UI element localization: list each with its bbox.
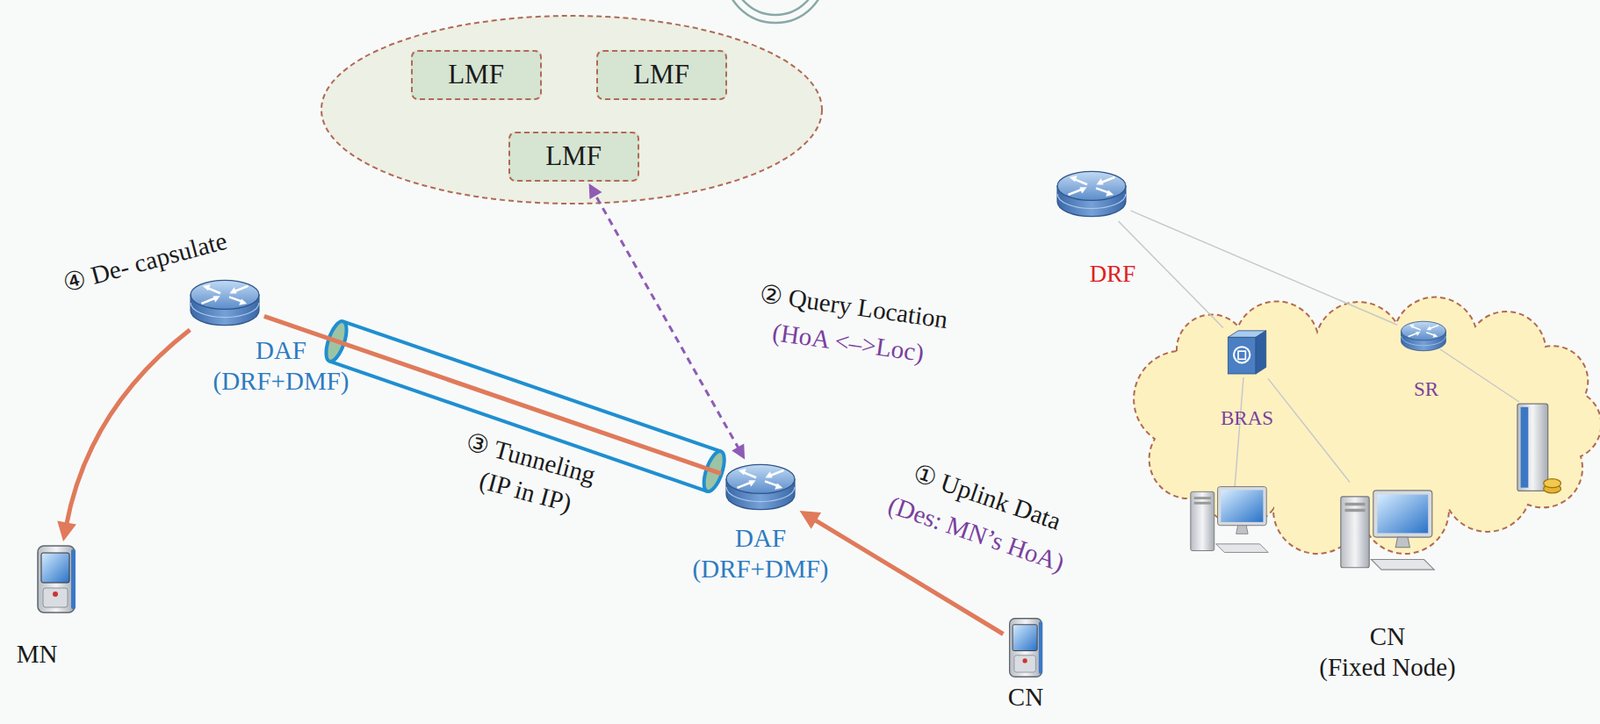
arrow-head <box>800 511 822 530</box>
phone-shape <box>37 546 76 613</box>
router-icon <box>723 461 798 513</box>
label-group: SR <box>1413 377 1439 403</box>
label-group: DAF (DRF+DMF) <box>692 523 829 585</box>
router-shape <box>190 280 260 325</box>
server-tower <box>1517 403 1562 494</box>
lmf-box: LMF <box>596 50 728 101</box>
node-label: DRF <box>1089 259 1137 289</box>
network-wires <box>1234 349 1520 489</box>
connector <box>1268 378 1350 483</box>
connector-line <box>65 330 190 527</box>
label-group: BRAS <box>1220 406 1274 432</box>
node-label: DAF (DRF+DMF) <box>692 523 829 585</box>
router-shape <box>726 464 795 510</box>
router-shape <box>1057 171 1126 217</box>
daf-router: DAF (DRF+DMF) <box>187 277 262 329</box>
node-label: LMF <box>545 139 602 173</box>
label-group: CN(Fixed Node) <box>1318 621 1456 684</box>
pc-icon <box>1336 484 1439 577</box>
router-icon <box>187 277 262 329</box>
daf-router: DAF (DRF+DMF) <box>723 461 798 513</box>
arrow-head <box>731 444 745 461</box>
correspondent-node: CN <box>1005 617 1046 679</box>
node-label: LMF <box>633 57 690 91</box>
phone-shape <box>1009 619 1044 678</box>
connector <box>589 183 746 460</box>
drf-router: DRF <box>1054 168 1129 220</box>
node-label: DAF (DRF+DMF) <box>213 335 350 397</box>
connector-line <box>594 193 740 450</box>
node-label: BRAS <box>1220 406 1274 432</box>
node-label: CN <box>1318 621 1456 653</box>
sr-router: SR <box>1399 319 1448 354</box>
arrow-head <box>589 183 603 200</box>
node-label: SR <box>1413 377 1439 403</box>
lmf-box: LMF <box>410 50 542 101</box>
fixed-node: CN(Fixed Node) <box>1336 484 1439 577</box>
label-group: CN <box>1008 682 1044 714</box>
desktop-computer <box>1190 487 1269 554</box>
bras-shape <box>1227 331 1266 375</box>
node-label: MN <box>16 639 58 671</box>
router-shape <box>1401 321 1447 351</box>
node-label: LMF <box>447 57 505 91</box>
router-icon <box>1054 168 1129 220</box>
node-label: CN <box>1008 682 1044 714</box>
phone-icon <box>1005 617 1046 679</box>
top-ring <box>724 0 827 23</box>
arrow-head <box>57 520 77 542</box>
pc-shape <box>1340 490 1435 570</box>
bras-box: BRAS <box>1225 327 1269 377</box>
label-group: DAF (DRF+DMF) <box>213 335 350 397</box>
connector <box>1131 210 1398 325</box>
label-group: DRF <box>1089 259 1137 289</box>
connector-line <box>1268 378 1350 483</box>
router-icon <box>1399 319 1448 354</box>
bras-icon <box>1225 327 1269 377</box>
connector-line <box>1131 210 1398 325</box>
connector <box>57 330 190 542</box>
mobile-node: MN <box>33 544 80 615</box>
phone-icon <box>33 544 80 615</box>
lmf-box: LMF <box>508 131 640 182</box>
label-group: MN <box>16 639 58 671</box>
lmf-cloud <box>321 15 822 204</box>
node-label: (Fixed Node) <box>1318 652 1456 684</box>
